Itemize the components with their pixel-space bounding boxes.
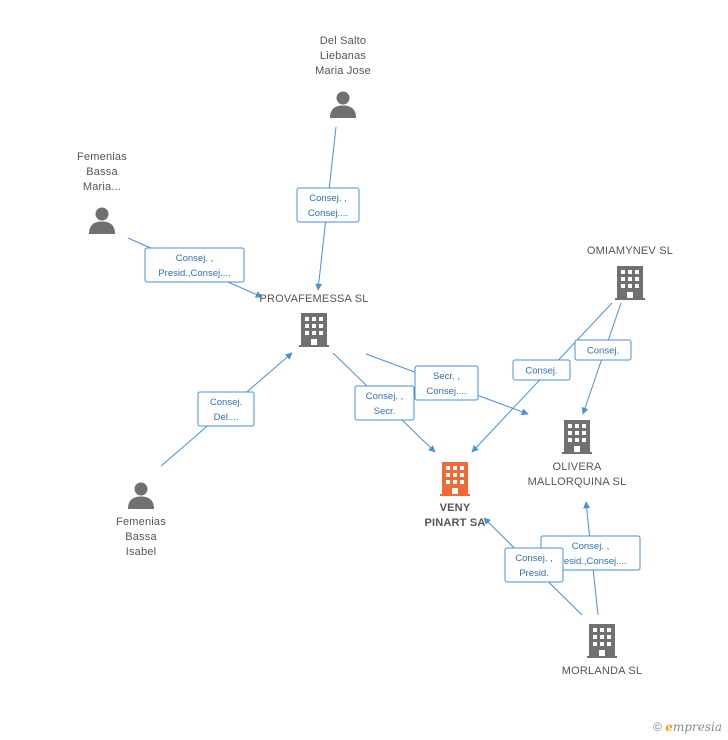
edge-label-text: Consej. , (515, 553, 553, 564)
footer-credit: © empresia (653, 720, 722, 734)
edge-label-delsalto-to-provafemessa[interactable]: Consej. , Consej.... (296, 187, 360, 223)
node-label: Bassa (86, 166, 118, 178)
edge-label-text: Consej.... (308, 208, 348, 219)
node-label: MORLANDA SL (562, 665, 642, 677)
building-icon (440, 462, 470, 496)
node-omiamynev[interactable]: OMIAMYNEV SL (587, 245, 673, 300)
node-olivera[interactable]: OLIVERA MALLORQUINA SL (528, 420, 627, 488)
edge-label-morlanda-to-olivera[interactable]: Consej. , Presid.,Consej.... (540, 535, 641, 571)
building-icon (299, 313, 329, 347)
building-icon (562, 420, 592, 454)
edge-label-provafemessa-to-olivera[interactable]: Secr. , Consej.... (414, 365, 479, 401)
brand-logo: empresia (665, 720, 722, 734)
edge-labels-layer: Consej. ,Consej....Consej. ,Presid.,Cons… (144, 187, 641, 583)
edge-label-text: Secr. , (433, 371, 460, 382)
copyright-icon: © (653, 720, 662, 734)
edge-label-text: Presid.,Consej.... (158, 268, 230, 279)
node-label: MALLORQUINA SL (528, 476, 627, 488)
edge-label-femenias_isabel-to-provafemessa[interactable]: Consej. Del.... (197, 391, 255, 427)
edge-label-omiamynev-to-veny[interactable]: Consej. (512, 359, 571, 381)
edge-label-text: Consej. , (176, 253, 214, 264)
node-morlanda[interactable]: MORLANDA SL (562, 624, 642, 677)
node-label: OMIAMYNEV SL (587, 245, 673, 257)
node-veny[interactable]: VENY PINART SA (424, 462, 485, 529)
edge-label-text: Presid.,Consej.... (554, 556, 626, 567)
node-label: Del Salto (320, 35, 366, 47)
edge-label-femenias_maria-to-provafemessa[interactable]: Consej. , Presid.,Consej.... (144, 247, 245, 283)
node-label: Liebanas (320, 50, 367, 62)
person-icon (128, 482, 154, 509)
edge-label-text: Consej. , (309, 193, 347, 204)
edge-label-text: Secr. (374, 406, 396, 417)
node-label: PINART SA (424, 517, 485, 529)
building-icon (587, 624, 617, 658)
edge-label-text: Consej. , (366, 391, 404, 402)
edge-label-text: Presid. (519, 568, 549, 579)
node-label: PROVAFEMESSA SL (259, 293, 368, 305)
edge-label-provafemessa-to-veny[interactable]: Consej. , Secr. (354, 385, 415, 421)
node-label: Isabel (126, 546, 157, 558)
edge-label-text: Consej. , (572, 541, 610, 552)
node-label: Femenias (77, 151, 127, 163)
node-label: OLIVERA (552, 461, 602, 473)
edge-label-morlanda-to-veny[interactable]: Consej. , Presid. (504, 547, 564, 583)
person-icon (89, 207, 115, 234)
node-label: Femenias (116, 516, 166, 528)
node-label: Maria Jose (315, 65, 371, 77)
node-label: VENY (440, 502, 471, 514)
node-label: Maria... (83, 181, 121, 193)
edge-label-text: Consej. (525, 366, 557, 377)
building-icon (615, 266, 645, 300)
node-femenias_maria[interactable]: FemeniasBassaMaria... (77, 151, 127, 234)
edge-label-omiamynev-to-olivera[interactable]: Consej. (574, 339, 632, 361)
edge-label-text: Consej. (587, 346, 619, 357)
edge-label-text: Consej.... (426, 386, 466, 397)
node-provafemessa[interactable]: PROVAFEMESSA SL (259, 293, 368, 347)
edge-label-text: Del.... (214, 412, 239, 423)
person-icon (330, 91, 356, 118)
edge-label-text: Consej. (210, 397, 242, 408)
node-label: Bassa (125, 531, 157, 543)
